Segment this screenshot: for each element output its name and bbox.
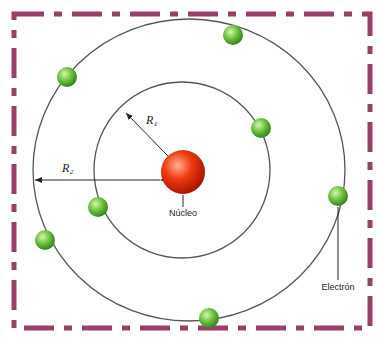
outer-orbit [33,19,345,321]
part-label: Electrón [320,283,355,293]
radius-arrow [35,180,160,181]
part-label: Núcleo [168,209,198,219]
leader-line [338,207,339,280]
dashed-frame [14,14,370,328]
nucleus [161,150,205,194]
radius-arrow [126,113,168,156]
inner-orbit [94,82,270,258]
leader-line [183,195,184,207]
electrons [35,25,348,328]
radius-label: R₁ [146,114,158,127]
radius-label: R₂ [62,162,74,175]
